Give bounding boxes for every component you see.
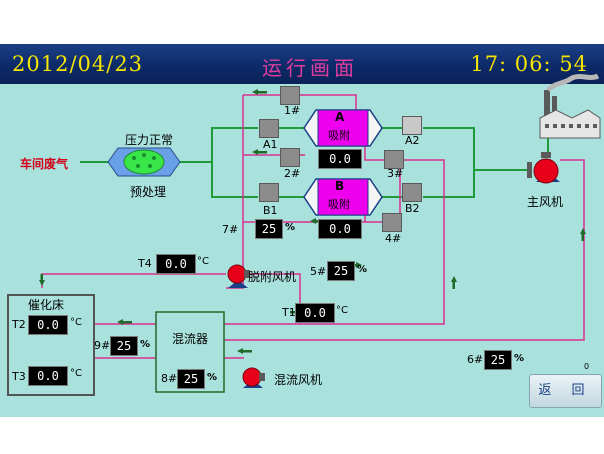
adsorber-a [303, 109, 383, 147]
adsorber-b-reading: 0.0 [318, 219, 362, 239]
catalytic-bed-label: 催化床 [28, 298, 65, 312]
valve-3[interactable] [384, 150, 404, 169]
p6-label: 6# [467, 353, 484, 366]
valve-b2-label: B2 [405, 202, 420, 215]
title-bar [0, 44, 604, 84]
valve-1-label: 1# [284, 104, 301, 117]
p5-unit: % [357, 264, 368, 275]
desorb-fan-icon [227, 264, 250, 288]
valve-a1[interactable] [259, 119, 279, 138]
p5-reading: 25 [327, 261, 355, 281]
time-display: 17: 06: 54 [470, 52, 588, 76]
valve-a2[interactable] [402, 116, 422, 135]
valve-a2-label: A2 [405, 134, 420, 147]
p6-unit: % [514, 353, 525, 364]
adsorber-a-letter: A [335, 110, 345, 124]
valve-b2[interactable] [402, 183, 422, 202]
t3-unit: °C [70, 368, 82, 379]
t4-label: T4 [138, 257, 152, 270]
pretreatment-filter [107, 147, 181, 177]
main-fan-icon [527, 152, 560, 184]
pretreatment-label: 预处理 [130, 185, 167, 199]
p8-unit: % [207, 372, 218, 383]
status-zero: 0 [584, 362, 590, 371]
t2-reading: 0.0 [28, 315, 68, 335]
p9-label: 9# [94, 339, 111, 352]
return-button[interactable]: 返 回 [529, 374, 602, 408]
adsorber-a-name: 吸附 [328, 129, 350, 142]
p8-label: 8# [161, 372, 178, 385]
waste-gas-label: 车间废气 [20, 157, 69, 171]
mixer-label: 混流器 [172, 332, 209, 346]
factory-icon [539, 73, 601, 139]
mix-fan-icon [242, 367, 265, 388]
t1-reading: 0.0 [295, 303, 335, 323]
t1-unit: °C [336, 305, 348, 316]
adsorber-b-name: 吸附 [328, 198, 350, 211]
t1-label: T1 [282, 306, 296, 319]
desorb-fan-label: 脱附风机 [248, 270, 297, 284]
p6-reading: 25 [484, 350, 512, 370]
mix-fan-label: 混流风机 [274, 373, 323, 387]
p8-reading: 25 [177, 369, 205, 389]
p9-unit: % [140, 339, 151, 350]
page-title: 运行画面 [262, 56, 358, 80]
main-fan-label: 主风机 [527, 195, 564, 209]
valve-1[interactable] [280, 86, 300, 105]
t3-reading: 0.0 [28, 366, 68, 386]
valve-4[interactable] [382, 213, 402, 232]
t4-reading: 0.0 [156, 254, 196, 274]
t2-label: T2 [12, 318, 26, 331]
p9-reading: 25 [110, 336, 138, 356]
adsorber-b [303, 178, 383, 216]
date-display: 2012/04/23 [12, 52, 144, 76]
mixer-box [155, 311, 225, 393]
p7-unit: % [285, 222, 296, 233]
p5-label: 5# [310, 265, 327, 278]
green-pipes [80, 127, 549, 198]
p7-reading: 25 [255, 219, 283, 239]
valve-4-label: 4# [385, 232, 402, 245]
valve-3-label: 3# [387, 167, 404, 180]
valve-2[interactable] [280, 148, 300, 167]
t3-label: T3 [12, 370, 26, 383]
valve-b1[interactable] [259, 183, 279, 202]
p7-label: 7# [222, 223, 239, 236]
valve-b1-label: B1 [263, 204, 278, 217]
adsorber-a-reading: 0.0 [318, 149, 362, 169]
t4-unit: °C [197, 256, 209, 267]
valve-2-label: 2# [284, 167, 301, 180]
t2-unit: °C [70, 317, 82, 328]
pressure-status: 压力正常 [125, 133, 174, 147]
adsorber-b-letter: B [335, 179, 345, 193]
valve-a1-label: A1 [263, 138, 278, 151]
